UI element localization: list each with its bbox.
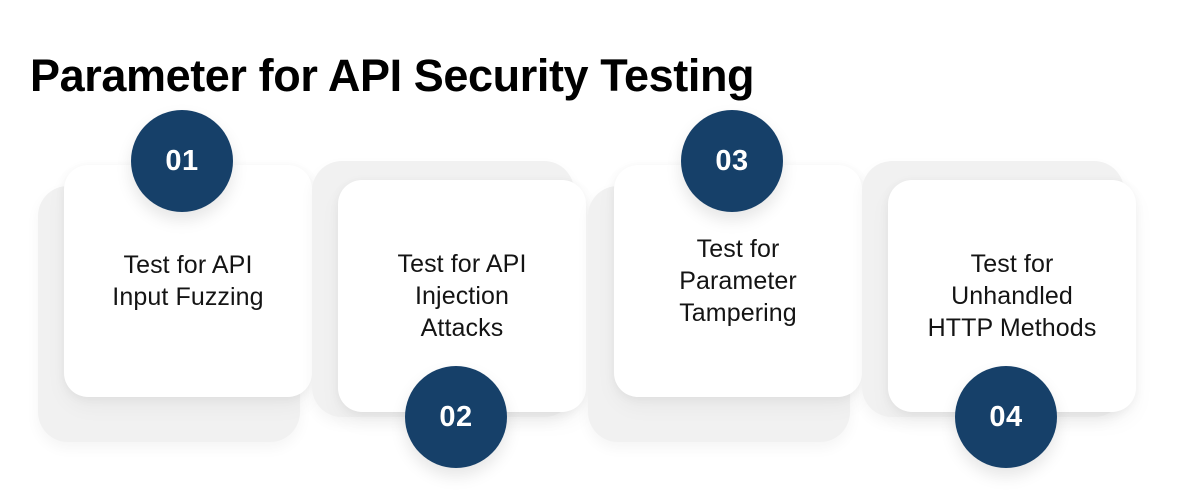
step-card-03[interactable]: Test for Parameter Tampering 03 [588, 0, 888, 499]
page-title: Parameter for API Security Testing [30, 50, 755, 102]
step-card-label: Test for Unhandled HTTP Methods [927, 250, 1097, 342]
step-card-02[interactable]: Test for API Injection Attacks 02 [312, 0, 612, 499]
step-card-label: Test for API Injection Attacks [397, 250, 527, 342]
step-card-04[interactable]: Test for Unhandled HTTP Methods 04 [862, 0, 1162, 499]
step-card-body[interactable]: Test for Unhandled HTTP Methods [888, 180, 1136, 412]
step-card-01[interactable]: Test for API Input Fuzzing 01 [38, 0, 338, 499]
step-card-label: Test for API Input Fuzzing [112, 251, 264, 311]
step-number-badge: 02 [405, 366, 507, 468]
step-number-badge: 03 [681, 110, 783, 212]
step-number-badge: 04 [955, 366, 1057, 468]
step-card-body[interactable]: Test for API Input Fuzzing [64, 165, 312, 397]
step-card-label: Test for Parameter Tampering [679, 235, 797, 327]
step-number-badge: 01 [131, 110, 233, 212]
